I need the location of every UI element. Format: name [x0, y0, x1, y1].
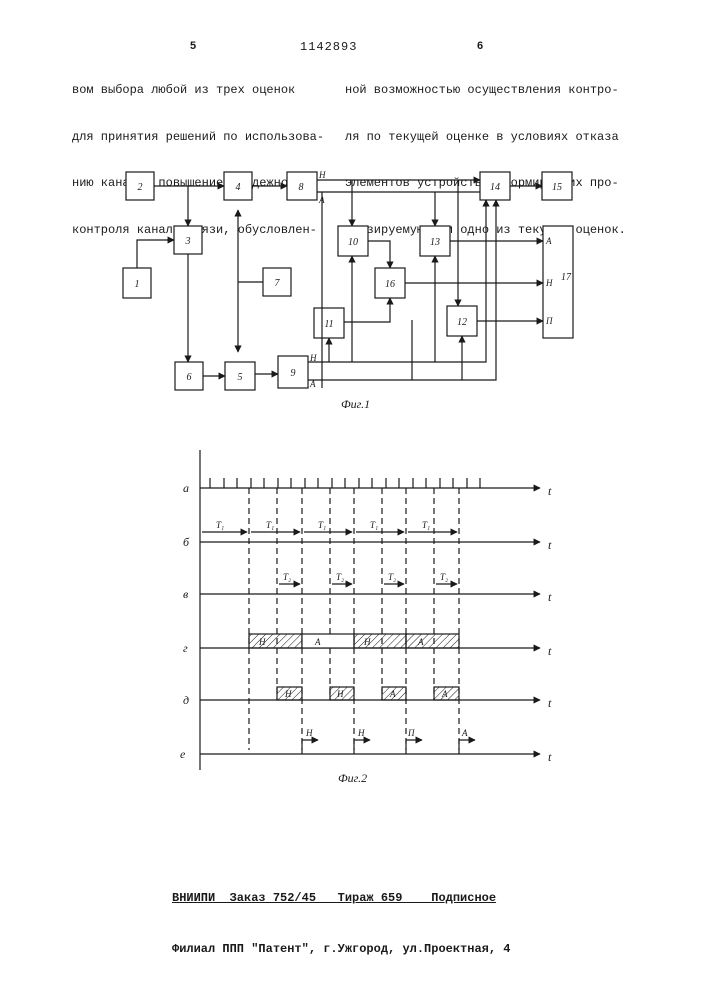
t1-label: T₁ [266, 520, 274, 530]
row-label: в [183, 587, 188, 601]
footer-line: ВНИИПИ Заказ 752/45 Тираж 659 Подписное [172, 890, 510, 907]
block-label: 6 [187, 372, 192, 383]
d-bar-label: Н [284, 689, 292, 699]
t1-label: T₁ [216, 520, 224, 530]
input-label: А [545, 236, 552, 246]
t1-label: T₁ [318, 520, 326, 530]
d-bar-label: А [389, 689, 396, 699]
block-label: 4 [236, 182, 241, 193]
output-label: А [309, 379, 316, 389]
g-bar-label: Н [258, 637, 266, 647]
footer-line: Филиал ППП "Патент", г.Ужгород, ул.Проек… [172, 941, 510, 958]
block-label: 5 [238, 372, 243, 383]
output-label: А [318, 195, 325, 205]
figure-2-caption: Фиг.2 [338, 771, 367, 785]
input-label: П [545, 316, 553, 326]
block-label: 3 [185, 236, 191, 247]
figure-1-caption: Фиг.1 [341, 397, 370, 411]
block-label: 1 [135, 279, 140, 290]
input-label: Н [545, 278, 553, 288]
block-label: 15 [552, 182, 562, 193]
t2-label: T₂ [388, 572, 396, 582]
output-label: Н [318, 170, 326, 180]
block-label: 12 [457, 317, 467, 328]
row-label: е [180, 747, 186, 761]
g-bar-label: А [417, 637, 424, 647]
row-label: г [183, 641, 188, 655]
row-label: д [183, 693, 189, 707]
axis-label-t: t [548, 538, 552, 552]
d-bar-label: А [441, 689, 448, 699]
figure-1-diagram: 2 3 1 4 7 6 5 8 9 10 11 16 13 12 14 15 1… [0, 0, 707, 420]
t2-label: T₂ [440, 572, 448, 582]
publication-footer: ВНИИПИ Заказ 752/45 Тираж 659 Подписное … [172, 856, 510, 975]
block-label: 2 [138, 182, 143, 193]
d-bar-label: Н [336, 689, 344, 699]
block-label: 13 [430, 237, 440, 248]
axis-label-t: t [548, 484, 552, 498]
output-label: Н [309, 353, 317, 363]
axis-label-t: t [548, 644, 552, 658]
block-label: 16 [385, 279, 395, 290]
block-label: 8 [299, 182, 304, 193]
e-signal-label: А [461, 728, 468, 738]
block-label: 9 [291, 368, 296, 379]
axis-label-t: t [548, 590, 552, 604]
g-bar-label: Н [363, 637, 371, 647]
t1-label: T₁ [370, 520, 378, 530]
block-label: 11 [324, 319, 333, 330]
row-label: б [183, 535, 190, 549]
g-bar-label: А [314, 637, 321, 647]
e-signal-label: Н [357, 728, 365, 738]
axis-label-t: t [548, 696, 552, 710]
block-label: 17 [561, 272, 572, 283]
row-label: а [183, 481, 189, 495]
axis-label-t: t [548, 750, 552, 764]
block-label: 10 [348, 237, 358, 248]
block-label: 14 [490, 182, 500, 193]
e-signal-label: Н [305, 728, 313, 738]
e-signal-label: П [407, 728, 415, 738]
t1-label: T₁ [422, 520, 430, 530]
t2-label: T₂ [283, 572, 291, 582]
figure-2-timing: а б в г д е t t t t t t T₁ T₁ T₁ T₁ T₁ T… [0, 440, 707, 800]
t2-label: T₂ [336, 572, 344, 582]
